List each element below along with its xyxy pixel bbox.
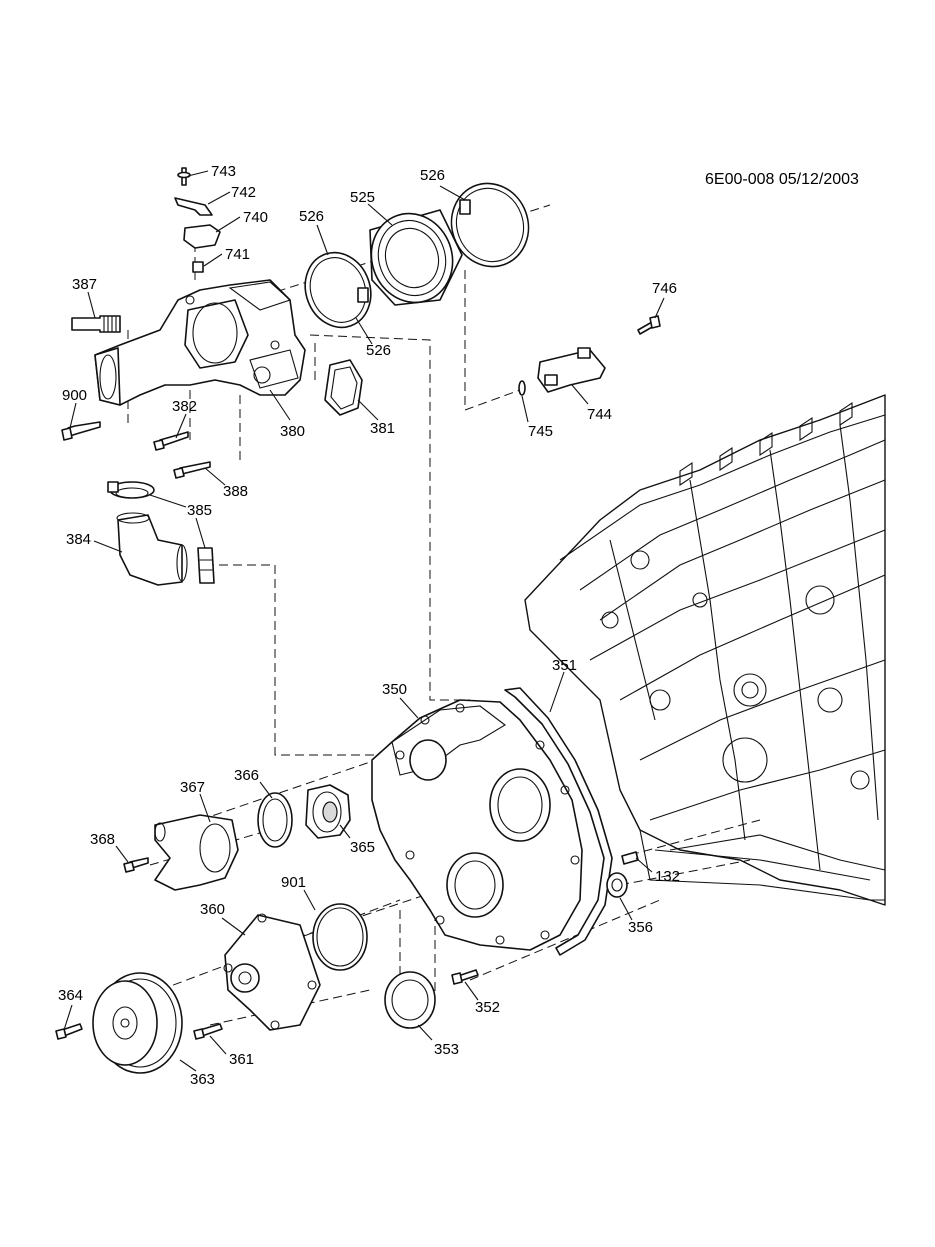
part-363-pulley [92, 972, 183, 1074]
part-526-clamp-right [450, 182, 530, 268]
part-740-sensor [183, 224, 221, 249]
part-746-bolt [637, 315, 661, 335]
callout-363: 363 [190, 1071, 215, 1088]
part-367-water-outlet [154, 814, 239, 891]
callout-351: 351 [552, 657, 577, 674]
part-350-front-cover [371, 699, 583, 951]
part-360-water-pump [223, 913, 321, 1031]
callout-364: 364 [58, 987, 83, 1004]
callout-132: 132 [655, 868, 680, 885]
part-356-seal [606, 872, 628, 898]
callout-352: 352 [475, 999, 500, 1016]
part-365-thermostat [305, 784, 351, 839]
callout-382: 382 [172, 398, 197, 415]
part-745-oring [518, 380, 526, 396]
callout-368: 368 [90, 831, 115, 848]
callout-746: 746 [652, 280, 677, 297]
part-351-cover-gasket [504, 687, 613, 956]
part-385-clamp-lower [197, 547, 215, 584]
part-744-sensor-bracket [537, 347, 606, 393]
callout-387: 387 [72, 276, 97, 293]
callout-365: 365 [350, 839, 375, 856]
callout-361: 361 [229, 1051, 254, 1068]
part-384-hose [116, 512, 188, 586]
callout-741: 741 [225, 246, 250, 263]
callout-381: 381 [370, 420, 395, 437]
callout-745: 745 [528, 423, 553, 440]
leader-lines [63, 170, 665, 1072]
part-368-bolt [123, 857, 149, 873]
callout-385: 385 [187, 502, 212, 519]
part-382-bolt [153, 431, 189, 451]
callout-353: 353 [434, 1041, 459, 1058]
diagram-code: 6E00-008 05/12/2003 [705, 171, 859, 188]
callout-380: 380 [280, 423, 305, 440]
callout-356: 356 [628, 919, 653, 936]
callout-384: 384 [66, 531, 91, 548]
part-381-gasket [324, 359, 363, 416]
callout-740: 740 [243, 209, 268, 226]
part-526-clamp-left [304, 251, 372, 329]
part-901-gasket [312, 903, 368, 971]
callout-350: 350 [382, 681, 407, 698]
part-380-water-outlet-housing [94, 279, 306, 406]
part-366-gasket [257, 792, 293, 848]
part-361-bolt [193, 1023, 223, 1040]
callout-743: 743 [211, 163, 236, 180]
part-385-clamp [107, 481, 155, 499]
part-742-bracket [174, 197, 213, 216]
callout-742: 742 [231, 184, 256, 201]
engine-block [524, 394, 886, 906]
callout-900: 900 [62, 387, 87, 404]
part-525-duct-coupler [369, 209, 463, 306]
callout-labels: 743 742 740 741 387 900 382 380 388 385 … [58, 163, 680, 1088]
part-364-bolt [55, 1023, 83, 1040]
callout-526-top-left: 526 [299, 208, 324, 225]
callout-366: 366 [234, 767, 259, 784]
callout-901: 901 [281, 874, 306, 891]
callout-744: 744 [587, 406, 612, 423]
callout-525: 525 [350, 189, 375, 206]
callout-526-top-right: 526 [420, 167, 445, 184]
callout-367: 367 [180, 779, 205, 796]
part-353-crank-seal [384, 971, 436, 1029]
part-132-dowel [621, 851, 639, 865]
part-388-bolt [173, 461, 211, 479]
callout-360: 360 [200, 901, 225, 918]
part-741-fitting [192, 261, 204, 273]
part-387-fitting [71, 315, 121, 333]
callout-526-lower: 526 [366, 342, 391, 359]
callout-388: 388 [223, 483, 248, 500]
part-352-bolt [451, 969, 479, 985]
part-900-bolt [61, 421, 101, 441]
